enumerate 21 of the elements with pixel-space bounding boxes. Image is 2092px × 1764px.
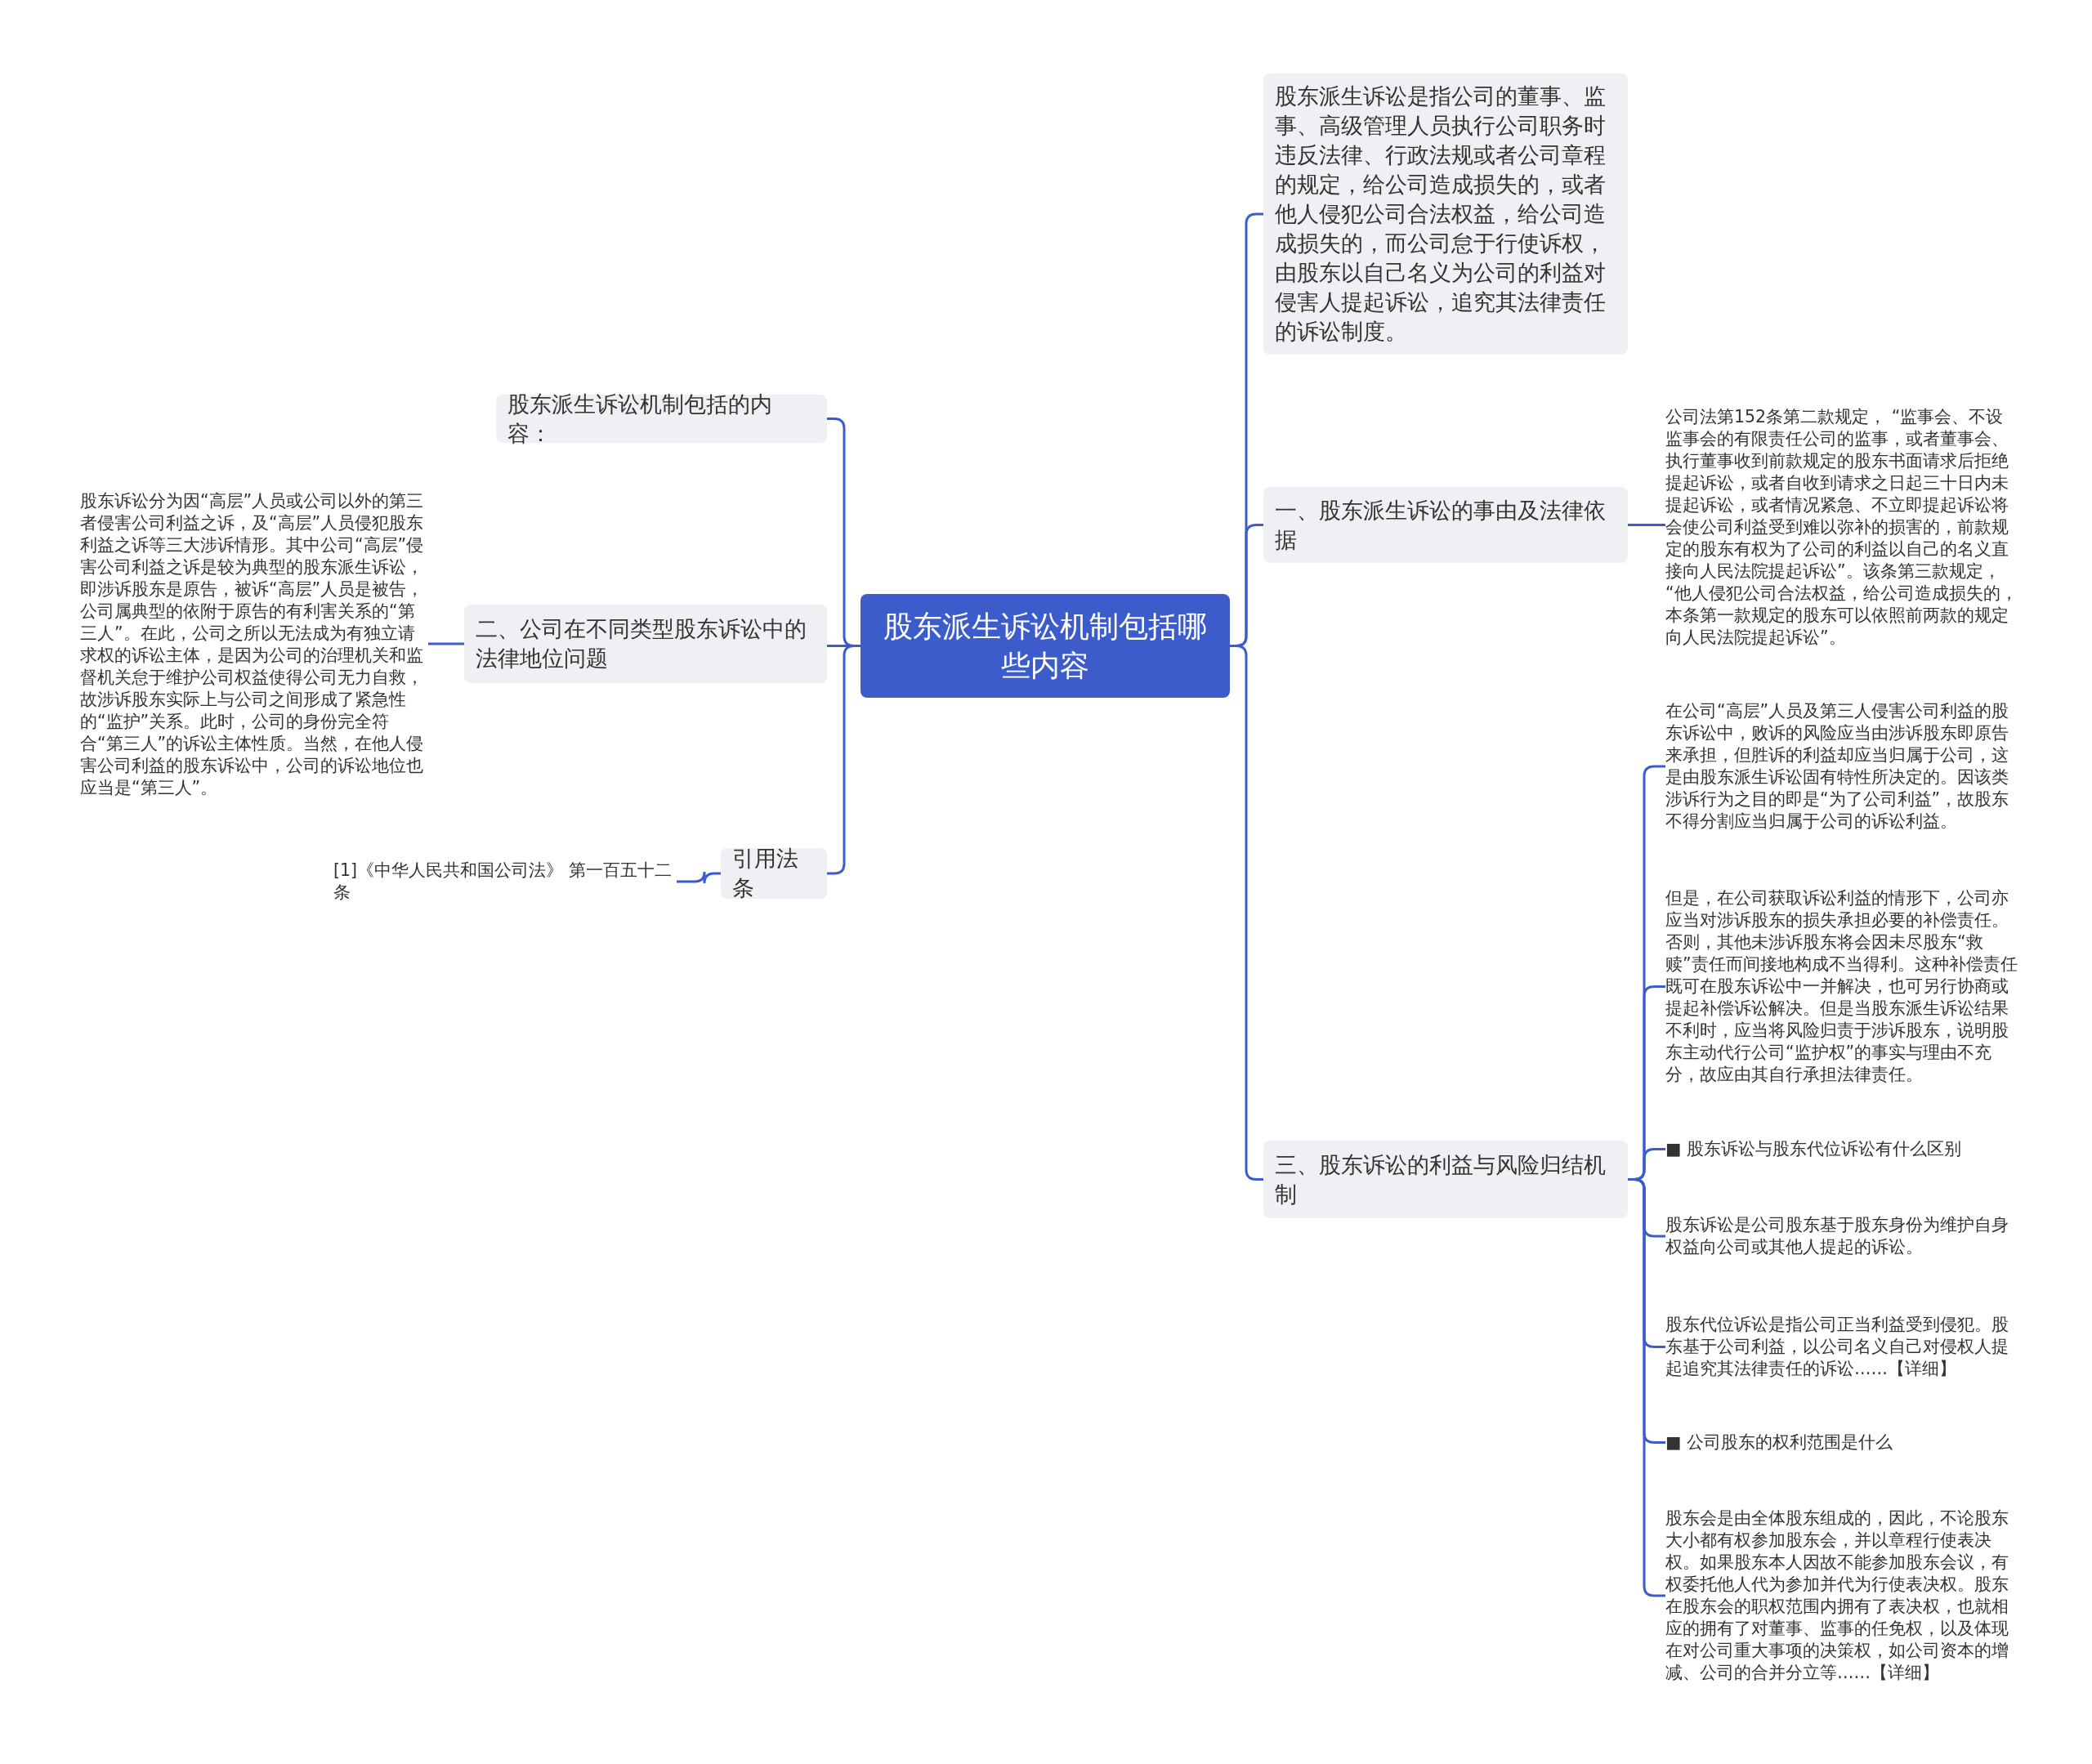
connector [1628, 524, 1665, 526]
connector [677, 870, 721, 885]
note-text: ■ 股东诉讼与股东代位诉讼有什么区别 [1665, 1138, 2018, 1160]
connector [428, 642, 464, 645]
connector [827, 645, 860, 875]
topic-box: 引用法条 [721, 848, 827, 899]
note-text: 股东诉讼是公司股东基于股东身份为维护自身权益向公司或其他人提起的诉讼。 [1665, 1214, 2018, 1258]
note-text: 但是，在公司获取诉讼利益的情形下，公司亦应当对涉诉股东的损失承担必要的补偿责任。否则，其他未涉诉股东将会因未尽股东“救赎”责任而间接地构成不当得利。这种补偿责任既可在股东诉讼中一并解决，也可另行协商或提起补偿诉讼解决。但是当股东派生诉讼结果不利时，应当将风险归责于涉诉股东，说明股东主动代行公司“监护权”的事实与理由不充分，故应由其自行承担法律责任。 [1665, 887, 2018, 1086]
topic-box: 股东派生诉讼是指公司的董事、监事、高级管理人员执行公司职务时违反法律、行政法规或者公司章程的规定，给公司造成损失的，或者他人侵犯公司合法权益，给公司造成损失的，而公司怠于行使诉权，由股东以自己名义为公司的利益对侵害人提起诉讼，追究其法律责任的诉讼制度。 [1263, 74, 1628, 355]
topic-box: 二、公司在不同类型股东诉讼中的法律地位问题 [464, 605, 827, 683]
topic-box: 三、股东诉讼的利益与风险归结机制 [1263, 1141, 1628, 1218]
note-text: 在公司“高层”人员及第三人侵害公司利益的股东诉讼中，败诉的风险应当由涉诉股东即原告来承担，但胜诉的利益却应当归属于公司，这是由股东派生诉讼固有特性所决定的。因该类涉诉行为之目的即是“为了公司利益”，故股东不得分割应当归属于公司的诉讼利益。 [1665, 700, 2018, 833]
note-text: 股东诉讼分为因“高层”人员或公司以外的第三者侵害公司利益之诉，及“高层”人员侵犯股东利益之诉等三大涉诉情形。其中公司“高层”侵害公司利益之诉是较为典型的股东派生诉讼，即涉诉股东是原告，被诉“高层”人员是被告，公司属典型的依附于原告的有利害关系的“第三人”。在此，公司之所以无法成为有独立请求权的诉讼主体，是因为公司的治理机关和监督机关怠于维护公司权益使得公司无力自救，故涉诉股东实际上与公司之间形成了紧急性的“监护”关系。此时，公司的身份完全符合“第三人”的诉讼主体性质。当然，在他人侵害公司利益的股东诉讼中，公司的诉讼地位也应当是“第三人”。 [80, 490, 428, 799]
topic-box: 一、股东派生诉讼的事由及法律依据 [1263, 487, 1628, 563]
note-text: [1]《中华人民共和国公司法》 第一百五十二条 [333, 860, 677, 904]
note-text: ■ 公司股东的权利范围是什么 [1665, 1431, 2018, 1454]
note-text: 股东代位诉讼是指公司正当利益受到侵犯。股东基于公司利益，以公司名义自己对侵权人提起追究其法律责任的诉讼……【详细】 [1665, 1314, 2018, 1380]
central-topic-box: 股东派生诉讼机制包括哪些内容 [860, 594, 1230, 698]
note-text: 股东会是由全体股东组成的，因此，不论股东大小都有权参加股东会，并以章程行使表决权。如果股东本人因故不能参加股东会议，有权委托他人代为参加并代为行使表决权。股东在股东会的职权范围内拥有了表决权，也就相应的拥有了对董事、监事的任免权，以及体现在对公司重大事项的决策权，如公司资本的增减、公司的合并分立等……【详细】 [1665, 1507, 2018, 1684]
note-text: 公司法第152条第二款规定， “监事会、不设监事会的有限责任公司的监事，或者董事会、执行董事收到前款规定的股东书面请求后拒绝提起诉讼，或者自收到请求之日起三十日内未提起诉讼，或者情况紧急、不立即提起诉讼将会使公司利益受到难以弥补的损害的，前款规定的股东有权为了公司的利益以自己的名义直接向人民法院提起诉讼”。该条第三款规定， “他人侵犯公司合法权益，给公司造成损失的，本条第一款规定的股东可以依照前两款的规定向人民法院提起诉讼”。 [1665, 406, 2018, 649]
topic-box: 股东派生诉讼机制包括的内容： [496, 395, 827, 443]
